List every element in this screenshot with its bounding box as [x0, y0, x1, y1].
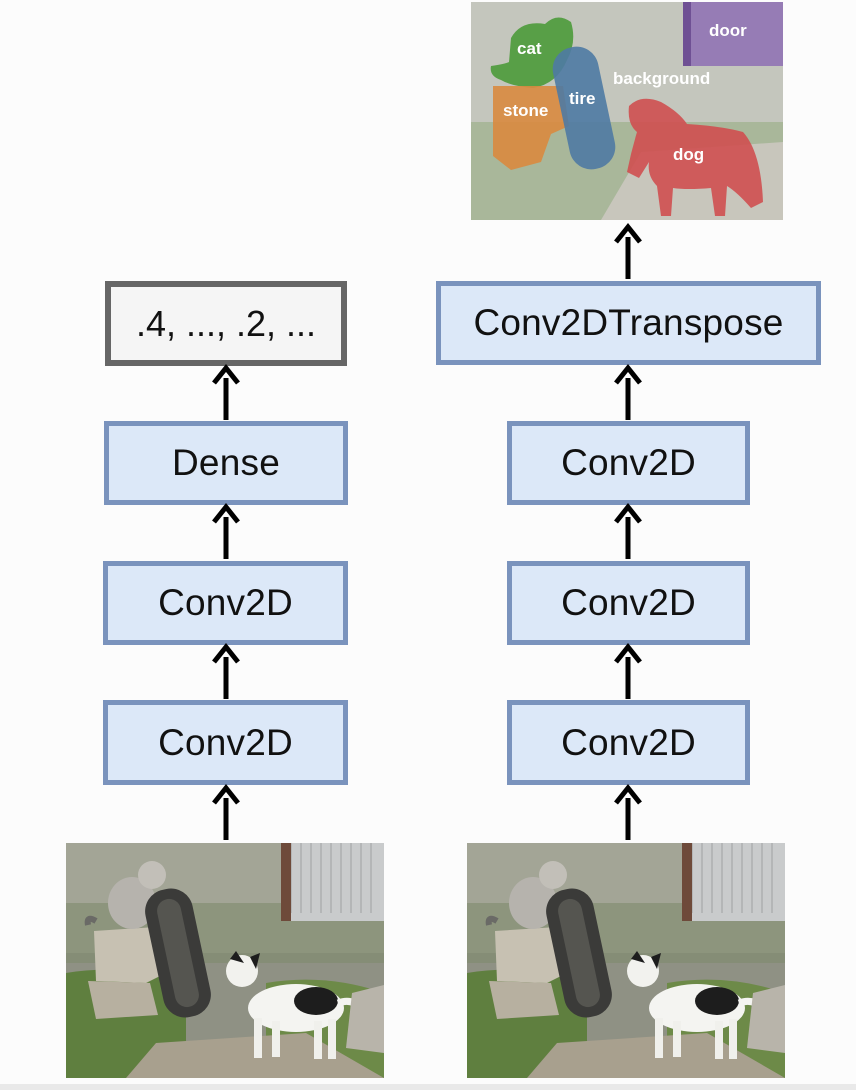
layer-label: Conv2D	[561, 442, 696, 483]
classification-output-label: .4, ..., .2, ...	[135, 302, 317, 344]
arrow-up-conv1-to-conv2-left	[212, 642, 240, 699]
layer-label: Conv2D	[158, 721, 293, 763]
classification-output-box: .4, ..., .2, ...	[105, 281, 347, 366]
layer-dense: Dense	[104, 421, 348, 505]
arrow-up-conv2-to-dense	[212, 502, 240, 559]
seg-label-dog: dog	[673, 145, 704, 164]
arrow-up-input-to-conv1-left	[212, 783, 240, 840]
layer-conv2d-right-1: Conv2D	[507, 700, 750, 785]
seg-label-cat: cat	[517, 39, 542, 58]
arrow-up-transpose-to-output	[614, 222, 642, 279]
cat-mask: cat	[490, 17, 574, 88]
tire-mask: tire	[552, 46, 616, 170]
layer-label: Conv2DTranspose	[473, 302, 784, 343]
layer-label: Conv2D	[561, 582, 696, 623]
seg-label-stone: stone	[503, 101, 548, 120]
input-photo-left	[66, 843, 384, 1078]
seg-label-door: door	[709, 21, 747, 40]
door-mask: door	[683, 2, 783, 66]
layer-conv2d-left-2: Conv2D	[103, 561, 348, 645]
layer-label: Conv2D	[158, 582, 293, 623]
layer-conv2dtranspose: Conv2DTranspose	[436, 281, 821, 365]
arrow-up-conv1-to-conv2-right	[614, 642, 642, 699]
layer-label: Conv2D	[561, 721, 696, 763]
input-photo-right	[467, 843, 785, 1078]
layer-label: Dense	[172, 442, 280, 483]
layer-conv2d-left-1: Conv2D	[103, 700, 348, 785]
stone-mask: stone	[493, 86, 569, 170]
layer-conv2d-right-2: Conv2D	[507, 561, 750, 645]
arrow-up-conv2-to-conv3	[614, 502, 642, 559]
arrow-up-input-to-conv1-right	[614, 783, 642, 840]
segmentation-output-image: door background cat stone tire dog	[471, 2, 783, 220]
bottom-divider	[0, 1084, 856, 1090]
arrow-up-conv3-to-transpose	[614, 363, 642, 420]
dog-mask: dog	[627, 98, 763, 216]
arrow-up-dense-to-output	[212, 363, 240, 420]
layer-conv2d-right-3: Conv2D	[507, 421, 750, 505]
seg-label-tire: tire	[569, 89, 595, 108]
seg-label-background: background	[613, 69, 710, 88]
